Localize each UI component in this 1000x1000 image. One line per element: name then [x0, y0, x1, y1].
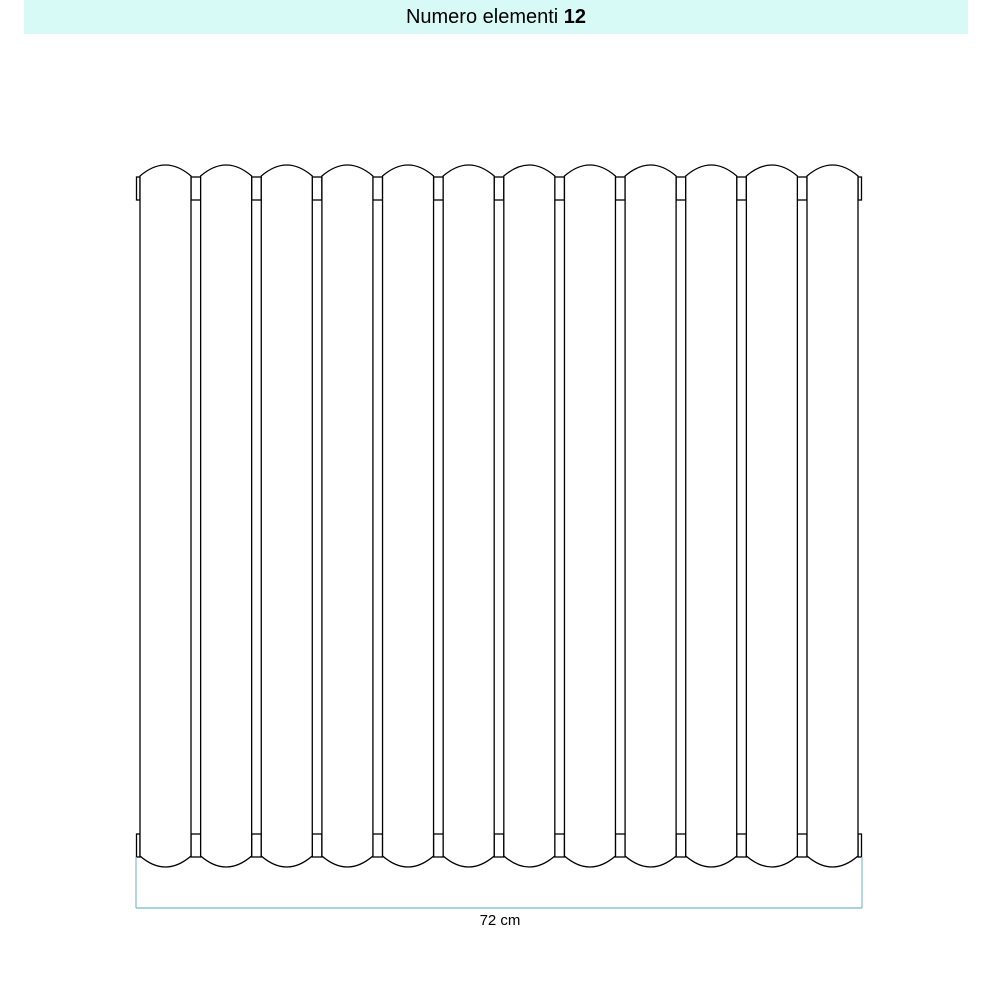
radiator-element — [745, 164, 799, 868]
top-connector — [432, 176, 444, 201]
top-connector — [675, 176, 687, 201]
top-connector — [372, 176, 384, 201]
header-label: Numero elementi — [405, 6, 559, 28]
element-count: 12 — [563, 6, 587, 28]
top-connector — [250, 176, 262, 201]
radiator-element — [381, 164, 435, 868]
radiator-element — [139, 164, 192, 868]
radiator-element — [199, 164, 253, 868]
radiator-element — [563, 164, 617, 868]
radiator-element — [442, 164, 495, 868]
top-connector — [493, 176, 505, 201]
bottom-connector — [432, 833, 444, 858]
width-dimension-label: 72 cm — [479, 912, 521, 929]
header-bar: Numero elementi 12 — [24, 0, 968, 34]
top-connector — [796, 176, 808, 201]
bottom-connector — [311, 833, 323, 858]
bottom-connector — [190, 833, 202, 858]
top-connector — [614, 176, 626, 201]
top-connector — [311, 176, 323, 201]
bottom-connector — [796, 833, 808, 858]
radiator-element — [503, 164, 556, 868]
bottom-connector — [675, 833, 687, 858]
bottom-connector — [736, 833, 748, 858]
bottom-connector — [614, 833, 626, 858]
radiator-element — [624, 164, 677, 868]
radiator-element — [321, 164, 374, 868]
bottom-connector — [250, 833, 262, 858]
radiator-element — [685, 164, 738, 868]
bottom-connector — [554, 833, 566, 858]
radiator-element — [260, 164, 313, 868]
bottom-connector — [372, 833, 384, 858]
bottom-connector — [493, 833, 505, 858]
radiator-element — [806, 164, 859, 868]
top-connector — [554, 176, 566, 201]
top-connector — [736, 176, 748, 201]
top-connector — [190, 176, 202, 201]
